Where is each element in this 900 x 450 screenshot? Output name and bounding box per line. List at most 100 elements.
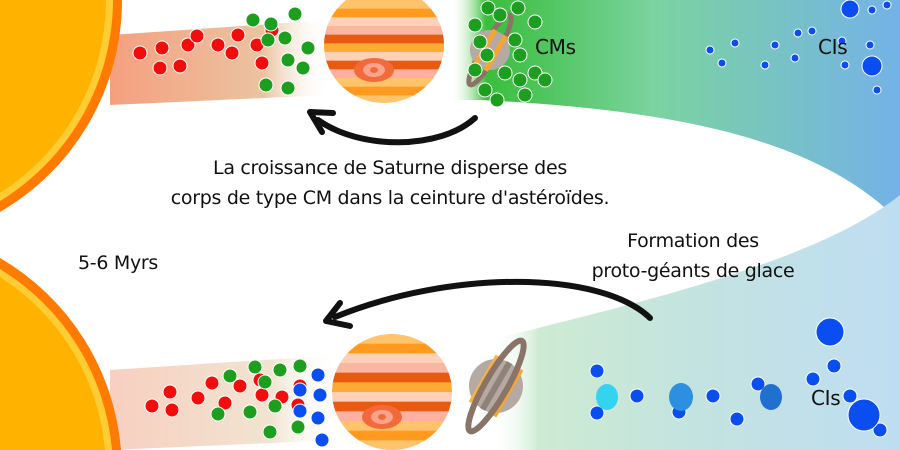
- ci-label-top: CIs: [818, 35, 848, 59]
- sun-bottom: [0, 258, 121, 450]
- ci-body: [840, 0, 860, 19]
- red-body: [254, 387, 270, 403]
- jupiter-stripe: [332, 430, 452, 442]
- cm-body: [512, 47, 528, 63]
- cm-body: [210, 406, 226, 422]
- ci-body: [705, 45, 715, 55]
- outer-disk-top: [450, 0, 900, 222]
- jupiter-stripe: [332, 353, 452, 364]
- jupiter-stripe: [332, 392, 452, 403]
- jupiter-stripe: [324, 26, 444, 36]
- outer-disk-bottom: [490, 195, 900, 450]
- ci-body: [750, 376, 766, 392]
- ci-body: [861, 55, 883, 77]
- top-caption-line2: corps de type CM dans la ceinture d'asté…: [170, 187, 610, 209]
- jupiter-stripe: [324, 78, 444, 88]
- jupiter-bottom: [332, 334, 452, 450]
- jupiter-stripe: [324, 43, 444, 53]
- sun-top: [0, 0, 123, 212]
- cm-body: [262, 424, 278, 440]
- cm-body: [480, 0, 496, 16]
- cm-body: [295, 60, 311, 76]
- ice-giant-3: [760, 384, 782, 410]
- small-bodies: [132, 0, 892, 448]
- cm-body: [222, 368, 238, 384]
- ice-giant-2: [669, 383, 693, 411]
- scatter-arrow-top: [307, 109, 478, 146]
- cm-body: [272, 362, 288, 378]
- red-body: [217, 395, 233, 411]
- ci-body: [589, 405, 605, 421]
- jupiter-stripe: [324, 95, 444, 103]
- ci-body: [847, 398, 881, 432]
- ci-body: [867, 5, 877, 15]
- inner-disk-band-top: [110, 20, 330, 105]
- cm-body: [492, 7, 508, 23]
- top-caption: La croissance de Saturne disperse des co…: [125, 153, 655, 213]
- jupiter-stripe: [332, 334, 452, 345]
- cm-body: [537, 72, 553, 88]
- great-red-spot-core: [370, 67, 378, 73]
- migration-arrow-bottom: [323, 278, 653, 329]
- red-body: [154, 40, 170, 56]
- ci-body: [770, 40, 780, 50]
- cm-body: [280, 80, 296, 96]
- jupiter-stripe: [324, 86, 444, 97]
- ci-body: [310, 410, 326, 426]
- bottom-caption-line2: proto-géants de glace: [591, 260, 795, 282]
- ci-body: [729, 411, 745, 427]
- ci-body: [292, 403, 308, 419]
- cm-body: [277, 30, 293, 46]
- cm-body: [247, 359, 263, 375]
- ci-body: [872, 85, 882, 95]
- ci-body: [790, 53, 800, 63]
- jupiter-stripe: [324, 0, 444, 10]
- cm-body: [510, 0, 526, 16]
- ci-body: [629, 388, 645, 404]
- ci-body: [807, 26, 817, 36]
- red-body: [224, 45, 240, 61]
- time-label: 5-6 Myrs: [78, 252, 159, 274]
- ci-body: [793, 28, 803, 38]
- ci-label-bottom: CIs: [811, 386, 841, 410]
- bottom-caption: Formation des proto-géants de glace: [578, 226, 808, 286]
- red-body: [190, 390, 206, 406]
- red-body: [230, 27, 246, 43]
- jupiter-stripe: [332, 372, 452, 384]
- jupiter-stripe: [332, 343, 452, 355]
- cm-body: [257, 374, 273, 390]
- ci-body: [705, 388, 721, 404]
- jupiter-stripe: [324, 8, 444, 19]
- great-red-spot-core: [378, 414, 386, 420]
- ci-body: [815, 317, 845, 347]
- ci-body: [865, 40, 875, 50]
- ci-body: [310, 367, 326, 383]
- ci-body: [882, 0, 892, 10]
- cm-body: [242, 404, 258, 420]
- ci-body: [826, 358, 842, 374]
- red-body: [254, 55, 270, 71]
- cm-body: [258, 77, 274, 93]
- cm-body: [292, 358, 308, 374]
- red-body: [132, 45, 148, 61]
- jupiter-stripe: [332, 363, 452, 374]
- cm-body: [472, 34, 488, 50]
- cm-body: [479, 47, 495, 63]
- red-body: [152, 60, 168, 76]
- jupiter-stripe: [324, 34, 444, 45]
- red-body: [232, 378, 248, 394]
- jupiter-stripe: [332, 382, 452, 393]
- cm-body: [260, 32, 276, 48]
- cm-body: [267, 398, 283, 414]
- jupiter-stripe: [332, 440, 452, 450]
- red-body: [162, 384, 178, 400]
- red-body: [172, 58, 188, 74]
- cm-body: [489, 92, 505, 108]
- red-body: [180, 37, 196, 53]
- cm-body: [287, 6, 303, 22]
- cm-body: [290, 419, 306, 435]
- jupiter-stripe: [324, 52, 444, 62]
- red-body: [189, 28, 205, 44]
- ice-giant-1: [596, 384, 618, 410]
